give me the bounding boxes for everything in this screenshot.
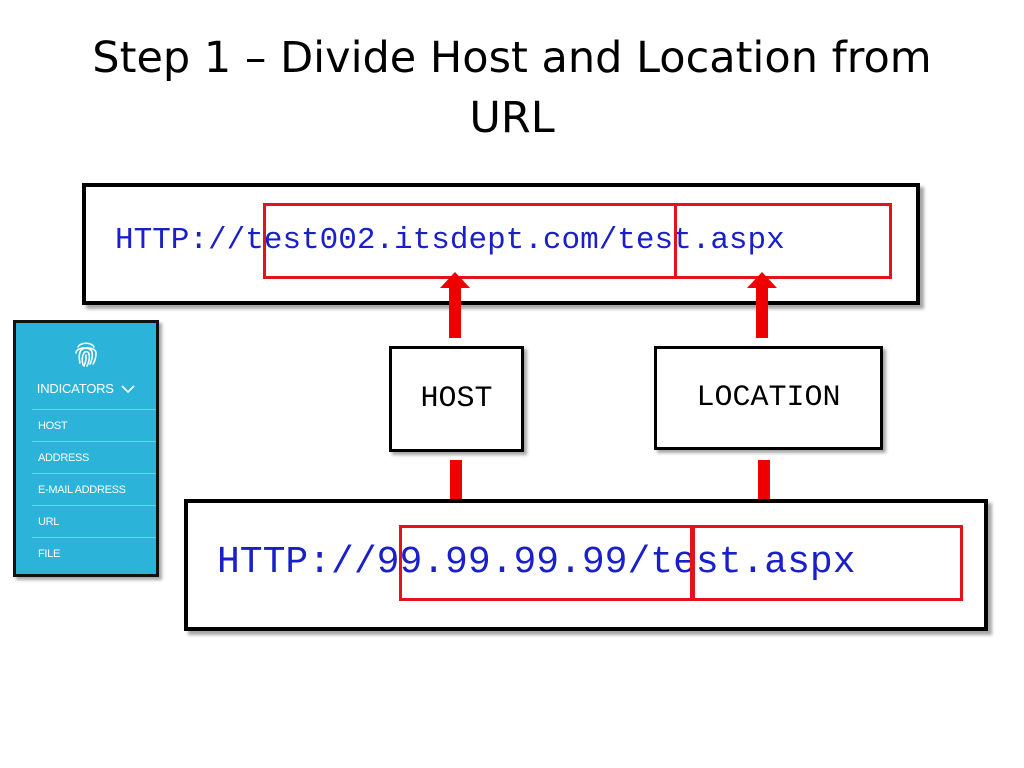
original-url-scheme: HTTP://: [115, 223, 246, 258]
resolved-host-highlight: [399, 525, 695, 601]
resolved-url-scheme: HTTP://: [217, 541, 377, 584]
resolved-url-host: 99.99.99.99: [376, 541, 628, 584]
original-url-text: HTTP://test002.itsdept.com/test.aspx: [115, 221, 785, 261]
location-label: LOCATION: [696, 381, 841, 415]
indicators-header[interactable]: INDICATORS: [16, 381, 156, 396]
slide-title: Step 1 – Divide Host and Location from U…: [0, 28, 1024, 148]
slide-title-line-2: URL: [469, 93, 555, 143]
original-location-highlight: [674, 203, 892, 279]
original-url-box: HTTP://test002.itsdept.com/test.aspx: [82, 183, 920, 305]
host-up-arrow-head: [440, 272, 470, 288]
host-label: HOST: [420, 382, 493, 416]
slide-title-line-1: Step 1 – Divide Host and Location from: [92, 33, 932, 83]
original-url-location: /test.aspx: [598, 223, 785, 258]
indicator-item-url[interactable]: URL: [32, 505, 156, 537]
host-up-arrow-shaft: [449, 287, 461, 338]
indicators-panel: INDICATORS HOST ADDRESS E-MAIL ADDRESS U…: [13, 320, 159, 577]
indicator-item-email-address[interactable]: E-MAIL ADDRESS: [32, 473, 156, 505]
indicator-item-address[interactable]: ADDRESS: [32, 441, 156, 473]
chevron-down-icon: [121, 385, 135, 394]
indicator-item-file[interactable]: FILE: [32, 537, 156, 569]
indicators-list: HOST ADDRESS E-MAIL ADDRESS URL FILE: [32, 409, 156, 569]
original-host-highlight: [263, 203, 677, 279]
host-label-box: HOST: [389, 346, 524, 452]
location-label-box: LOCATION: [654, 346, 883, 450]
indicator-item-host[interactable]: HOST: [32, 409, 156, 441]
location-up-arrow-head: [747, 272, 777, 288]
resolved-location-highlight: [690, 525, 963, 601]
resolved-url-location: /test.aspx: [627, 541, 856, 584]
indicators-header-label: INDICATORS: [36, 381, 114, 396]
resolved-url-box: HTTP://99.99.99.99/test.aspx: [184, 499, 988, 631]
resolved-url-text: HTTP://99.99.99.99/test.aspx: [217, 540, 856, 586]
fingerprint-icon: [75, 342, 97, 367]
original-url-host: test002.itsdept.com: [245, 223, 599, 258]
location-up-arrow-shaft: [756, 287, 768, 338]
